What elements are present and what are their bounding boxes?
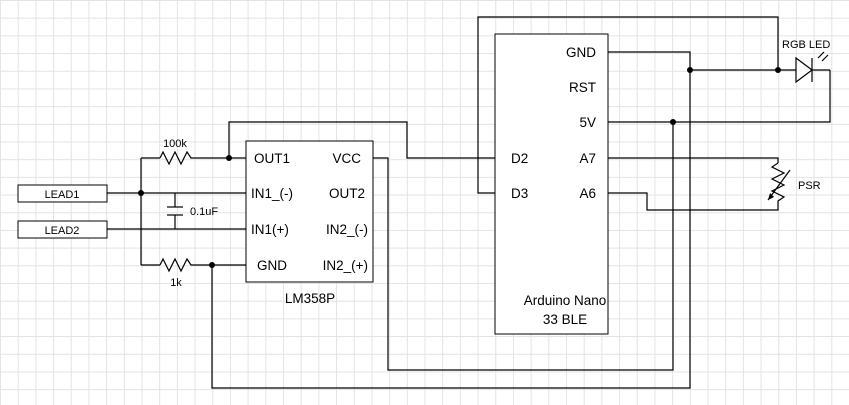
pin-d3: D3 bbox=[511, 186, 528, 201]
resistor-1k: 1k bbox=[159, 257, 194, 289]
pin-out2: OUT2 bbox=[329, 186, 365, 201]
pin-a6: A6 bbox=[579, 186, 596, 201]
pin-in2-minus: IN2_(-) bbox=[326, 222, 368, 237]
pin-in1-plus: IN1(+) bbox=[251, 222, 289, 237]
arduino-name-line2: 33 BLE bbox=[543, 312, 587, 327]
arduino-board: D2 D3 GND RST 5V A7 A6 Arduino Nano 33 B… bbox=[494, 33, 609, 335]
arduino-name-line1: Arduino Nano bbox=[524, 293, 607, 308]
pin-5v: 5V bbox=[579, 115, 596, 130]
pin-gnd: GND bbox=[257, 258, 287, 273]
pin-a7: A7 bbox=[579, 151, 596, 166]
pin-d2: D2 bbox=[511, 151, 528, 166]
junction-dots bbox=[138, 67, 781, 268]
pin-rst: RST bbox=[569, 80, 596, 95]
capacitor: 0.1uF bbox=[167, 206, 218, 218]
pin-arduino-gnd: GND bbox=[566, 45, 596, 60]
arrow-icon bbox=[768, 193, 774, 200]
pin-out1: OUT1 bbox=[254, 151, 290, 166]
psr-label: PSR bbox=[798, 180, 821, 192]
led-light-icon bbox=[817, 51, 825, 59]
capacitor-label: 0.1uF bbox=[190, 206, 218, 218]
resistor-100k: 100k bbox=[159, 138, 194, 166]
resistor-100k-label: 100k bbox=[163, 138, 187, 150]
wires bbox=[107, 16, 831, 389]
lead1-connector: LEAD1 bbox=[17, 184, 108, 203]
lead2-label: LEAD2 bbox=[45, 225, 80, 237]
lead1-label: LEAD1 bbox=[45, 189, 80, 201]
pin-in1-minus: IN1_(-) bbox=[251, 186, 293, 201]
lm358-name: LM358P bbox=[285, 291, 335, 306]
resistor-1k-label: 1k bbox=[170, 277, 182, 289]
pin-vcc: VCC bbox=[332, 151, 361, 166]
lm358-chip: OUT1 IN1_(-) IN1(+) GND VCC OUT2 IN2_(-)… bbox=[245, 140, 374, 306]
pin-in2-plus: IN2_(+) bbox=[323, 258, 368, 273]
rgb-led: RGB LED bbox=[782, 39, 830, 84]
psr-resistor: PSR bbox=[767, 162, 821, 205]
lead2-connector: LEAD2 bbox=[17, 220, 108, 239]
led-label: RGB LED bbox=[782, 39, 830, 51]
